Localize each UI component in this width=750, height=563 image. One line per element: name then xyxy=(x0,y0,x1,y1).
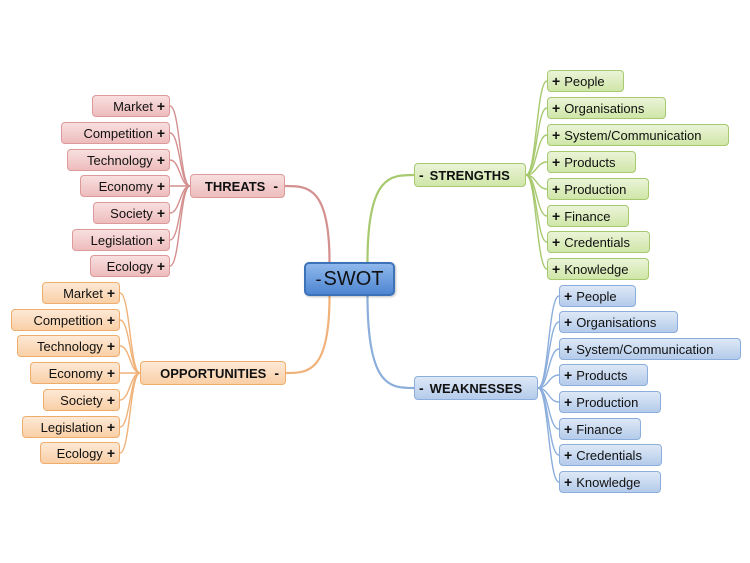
branch-label: OPPORTUNITIES xyxy=(160,366,267,381)
connector-strengths-credentials xyxy=(525,174,548,243)
weaknesses-item-credentials[interactable]: +Credentials xyxy=(559,444,662,466)
expand-toggle-icon[interactable]: + xyxy=(564,447,573,463)
branch-opportunities[interactable]: OPPORTUNITIES- xyxy=(140,361,286,385)
opportunities-item-legislation[interactable]: Legislation+ xyxy=(22,416,120,438)
expand-toggle-icon[interactable]: + xyxy=(552,154,561,170)
connector-center-weaknesses xyxy=(366,295,415,390)
connector-weaknesses-organisations xyxy=(537,321,560,389)
expand-toggle-icon[interactable]: + xyxy=(552,73,561,89)
expand-toggle-icon[interactable]: + xyxy=(552,127,561,143)
opportunities-item-competition[interactable]: Competition+ xyxy=(11,309,120,331)
connector-opportunities-legislation xyxy=(119,372,141,428)
expand-toggle-icon[interactable]: + xyxy=(106,392,115,408)
connector-weaknesses-system-communication xyxy=(537,348,560,389)
threats-item-legislation[interactable]: Legislation+ xyxy=(72,229,170,251)
connector-strengths-organisations xyxy=(525,107,548,176)
threats-item-competition[interactable]: Competition+ xyxy=(61,122,170,144)
expand-toggle-icon[interactable]: + xyxy=(106,312,115,328)
expand-toggle-icon[interactable]: + xyxy=(106,365,115,381)
strengths-item-system-communication[interactable]: +System/Communication xyxy=(547,124,729,146)
expand-toggle-icon[interactable]: + xyxy=(156,98,165,114)
connector-threats-technology xyxy=(169,159,191,187)
expand-toggle-icon[interactable]: + xyxy=(156,258,165,274)
central-topic-label: SWOT xyxy=(323,268,384,290)
collapse-toggle-icon[interactable]: - xyxy=(274,365,279,381)
weaknesses-item-organisations[interactable]: +Organisations xyxy=(559,311,678,333)
connector-strengths-knowledge xyxy=(525,174,548,270)
strengths-item-credentials[interactable]: +Credentials xyxy=(547,231,650,253)
connector-weaknesses-people xyxy=(537,295,560,389)
connector-threats-legislation xyxy=(169,185,191,241)
connector-center-opportunities xyxy=(285,295,331,375)
connector-weaknesses-knowledge xyxy=(537,387,560,483)
expand-toggle-icon[interactable]: + xyxy=(106,419,115,435)
connector-strengths-people xyxy=(525,80,548,176)
branch-label: THREATS xyxy=(204,179,266,194)
opportunities-item-ecology[interactable]: Ecology+ xyxy=(40,442,120,464)
connector-center-strengths xyxy=(366,173,415,263)
expand-toggle-icon[interactable]: + xyxy=(552,261,561,277)
collapse-toggle-icon[interactable]: - xyxy=(419,167,424,183)
strengths-item-organisations[interactable]: +Organisations xyxy=(547,97,666,119)
connector-opportunities-competition xyxy=(119,319,141,374)
weaknesses-item-knowledge[interactable]: +Knowledge xyxy=(559,471,661,493)
opportunities-item-technology[interactable]: Technology+ xyxy=(17,335,120,357)
collapse-toggle-icon[interactable]: - xyxy=(315,269,322,289)
threats-item-market[interactable]: Market+ xyxy=(92,95,170,117)
weaknesses-item-products[interactable]: +Products xyxy=(559,364,648,386)
expand-toggle-icon[interactable]: + xyxy=(106,285,115,301)
branch-weaknesses[interactable]: -WEAKNESSES xyxy=(414,376,538,400)
threats-item-technology[interactable]: Technology+ xyxy=(67,149,170,171)
expand-toggle-icon[interactable]: + xyxy=(156,125,165,141)
strengths-item-finance[interactable]: +Finance xyxy=(547,205,629,227)
connector-threats-ecology xyxy=(169,185,191,267)
expand-toggle-icon[interactable]: + xyxy=(552,181,561,197)
strengths-item-products[interactable]: +Products xyxy=(547,151,636,173)
expand-toggle-icon[interactable]: + xyxy=(552,234,561,250)
connector-opportunities-ecology xyxy=(119,372,141,454)
connector-weaknesses-credentials xyxy=(537,387,560,456)
connector-threats-competition xyxy=(169,132,191,187)
threats-item-society[interactable]: Society+ xyxy=(93,202,170,224)
expand-toggle-icon[interactable]: + xyxy=(156,232,165,248)
expand-toggle-icon[interactable]: + xyxy=(564,341,573,357)
expand-toggle-icon[interactable]: + xyxy=(564,474,573,490)
opportunities-item-society[interactable]: Society+ xyxy=(43,389,120,411)
weaknesses-item-system-communication[interactable]: +System/Communication xyxy=(559,338,741,360)
connector-opportunities-technology xyxy=(119,345,141,374)
expand-toggle-icon[interactable]: + xyxy=(564,367,573,383)
expand-toggle-icon[interactable]: + xyxy=(156,152,165,168)
expand-toggle-icon[interactable]: + xyxy=(564,394,573,410)
expand-toggle-icon[interactable]: + xyxy=(564,288,573,304)
expand-toggle-icon[interactable]: + xyxy=(552,100,561,116)
expand-toggle-icon[interactable]: + xyxy=(106,338,115,354)
branch-label: STRENGTHS xyxy=(429,168,510,183)
threats-item-economy[interactable]: Economy+ xyxy=(80,175,170,197)
expand-toggle-icon[interactable]: + xyxy=(552,208,561,224)
expand-toggle-icon[interactable]: + xyxy=(106,445,115,461)
connector-strengths-system-communication xyxy=(525,134,548,176)
expand-toggle-icon[interactable]: + xyxy=(156,178,165,194)
strengths-item-people[interactable]: +People xyxy=(547,70,624,92)
expand-toggle-icon[interactable]: + xyxy=(156,205,165,221)
branch-threats[interactable]: THREATS- xyxy=(190,174,285,198)
expand-toggle-icon[interactable]: + xyxy=(564,421,573,437)
connector-center-threats xyxy=(284,184,331,263)
weaknesses-item-production[interactable]: +Production xyxy=(559,391,661,413)
strengths-item-knowledge[interactable]: +Knowledge xyxy=(547,258,649,280)
branch-strengths[interactable]: -STRENGTHS xyxy=(414,163,526,187)
opportunities-item-economy[interactable]: Economy+ xyxy=(30,362,120,384)
branch-label: WEAKNESSES xyxy=(429,381,523,396)
collapse-toggle-icon[interactable]: - xyxy=(273,178,278,194)
threats-item-ecology[interactable]: Ecology+ xyxy=(90,255,170,277)
collapse-toggle-icon[interactable]: - xyxy=(419,380,424,396)
weaknesses-item-people[interactable]: +People xyxy=(559,285,636,307)
strengths-item-production[interactable]: +Production xyxy=(547,178,649,200)
weaknesses-item-finance[interactable]: +Finance xyxy=(559,418,641,440)
central-topic-swot[interactable]: -SWOT xyxy=(304,262,395,296)
expand-toggle-icon[interactable]: + xyxy=(564,314,573,330)
opportunities-item-market[interactable]: Market+ xyxy=(42,282,120,304)
